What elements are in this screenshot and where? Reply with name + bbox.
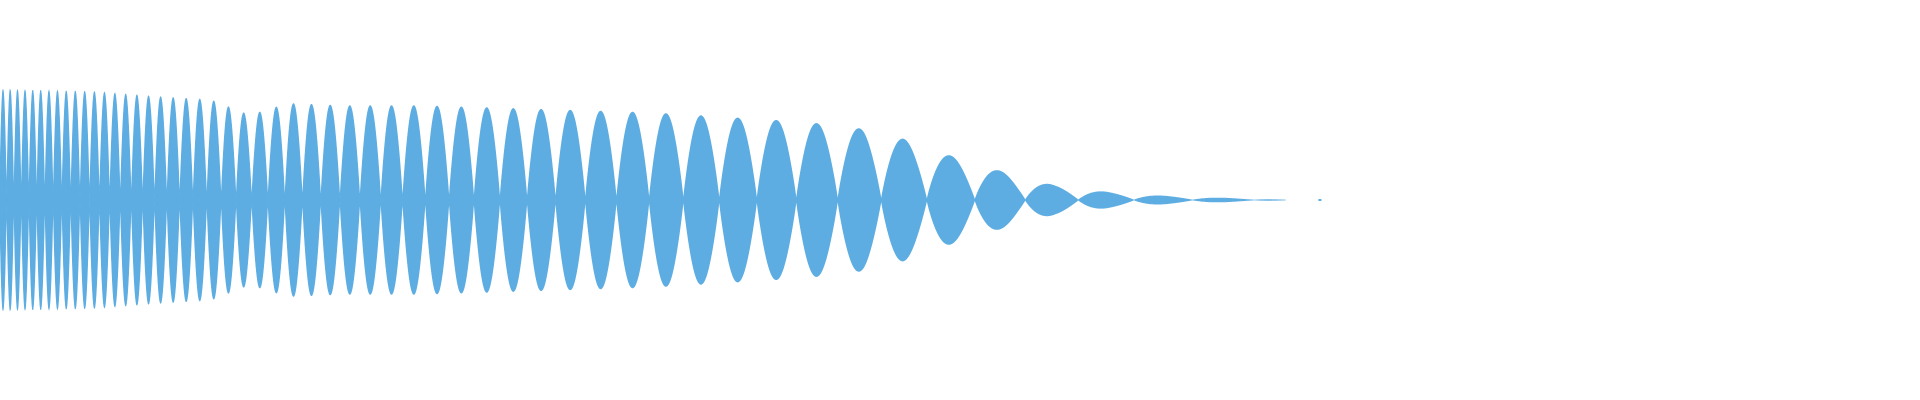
waveform-shape xyxy=(0,88,1286,312)
waveform-tail-marker xyxy=(1318,199,1322,201)
